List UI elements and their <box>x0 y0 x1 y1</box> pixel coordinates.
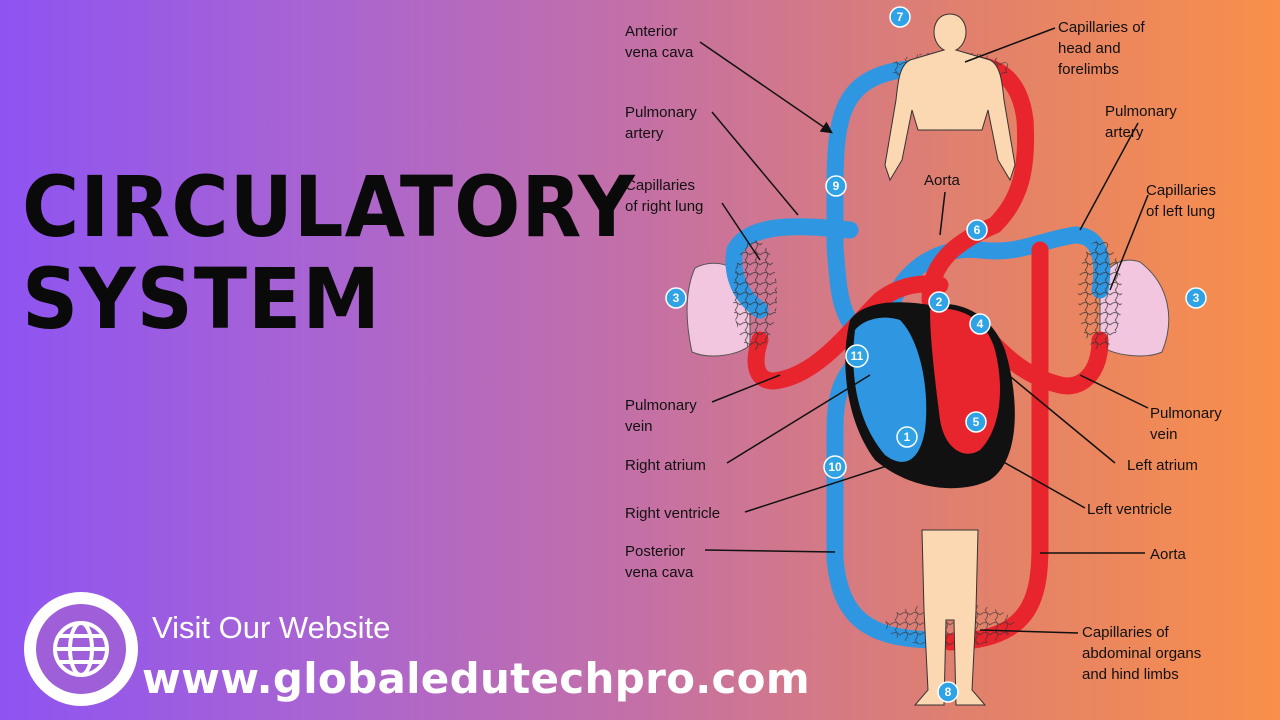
website-badge-inner <box>36 604 126 694</box>
marker-8: 8 <box>937 681 959 703</box>
svg-text:7: 7 <box>897 10 904 24</box>
marker-11: 11 <box>845 344 869 368</box>
abdominal-capillaries <box>885 603 1015 647</box>
label-aorta-top: Aorta <box>924 172 961 189</box>
svg-text:3: 3 <box>1193 291 1200 305</box>
label-left-ventricle: Left ventricle <box>1087 501 1172 518</box>
label-aorta-bottom: Aorta <box>1150 546 1187 563</box>
label-left-atrium: Left atrium <box>1127 457 1198 474</box>
lower-body-figure <box>913 529 987 706</box>
visit-website-text: Visit Our Website <box>152 610 391 645</box>
svg-text:6: 6 <box>974 223 981 237</box>
website-badge <box>24 592 138 706</box>
marker-5: 5 <box>965 411 987 433</box>
marker-10: 10 <box>823 455 847 479</box>
label-right-atrium: Right atrium <box>625 457 706 474</box>
upper-body-figure <box>884 13 1016 182</box>
title-line-1: CIRCULATORY <box>22 159 636 257</box>
right-lung-capillaries <box>733 240 777 350</box>
svg-text:10: 10 <box>828 460 842 474</box>
marker-1: 1 <box>896 426 918 448</box>
number-markers: 1 2 3 3 4 5 6 7 8 9 10 11 <box>665 6 1207 703</box>
marker-3-left: 3 <box>665 287 687 309</box>
marker-4: 4 <box>969 313 991 335</box>
svg-text:5: 5 <box>973 415 980 429</box>
svg-text:8: 8 <box>945 685 952 699</box>
marker-2: 2 <box>928 291 950 313</box>
heart <box>845 302 1015 489</box>
left-lung-capillaries <box>1078 240 1122 350</box>
svg-text:3: 3 <box>673 291 680 305</box>
svg-text:11: 11 <box>851 349 864 363</box>
website-url[interactable]: www.globaledutechpro.com <box>142 654 810 703</box>
marker-7: 7 <box>889 6 911 28</box>
marker-9: 9 <box>825 175 847 197</box>
svg-text:9: 9 <box>833 179 840 193</box>
globe-icon <box>53 621 109 677</box>
label-right-ventricle: Right ventricle <box>625 505 720 522</box>
svg-text:1: 1 <box>904 430 911 444</box>
svg-text:4: 4 <box>977 317 984 331</box>
svg-text:2: 2 <box>936 295 943 309</box>
label-pointers <box>699 27 1149 634</box>
marker-3-right: 3 <box>1185 287 1207 309</box>
title-line-2: SYSTEM <box>22 251 381 349</box>
title-block: CIRCULATORY SYSTEM <box>22 158 636 348</box>
marker-6: 6 <box>966 219 988 241</box>
